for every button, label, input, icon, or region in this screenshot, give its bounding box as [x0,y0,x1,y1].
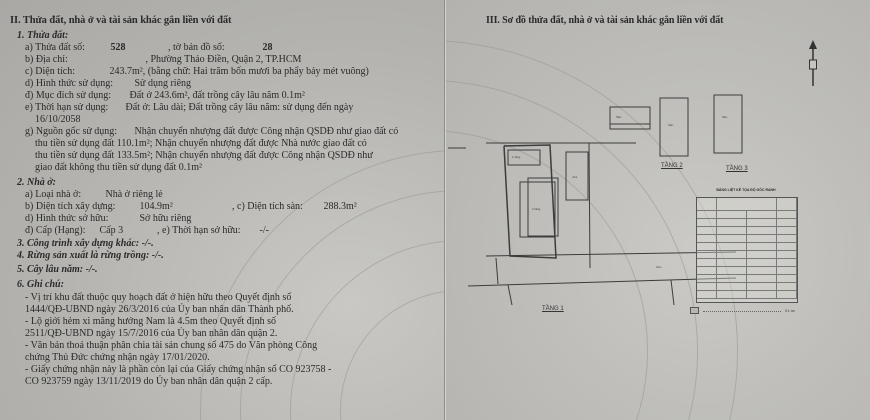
svg-text:2 tầng: 2 tầng [532,207,541,211]
term-value: Đất ở: Lâu dài; Đất trồng cây lâu năm: s… [125,102,354,113]
legend-text-blur [703,309,781,312]
legend-value: 0.1 m² [785,308,795,313]
note-line: 1444/QĐ-UBND ngày 26/3/2016 của Ủy ban n… [25,304,294,315]
production-forest: 4. Rừng sản xuất là rừng trồng: -/-. [17,250,164,261]
note-line: chứng Thủ Đức chứng nhận ngày 17/01/2020… [25,352,210,363]
grade-row: đ) Cấp (Hạng): Cấp 3 , e) Thời hạn sở hữ… [25,225,269,237]
purpose-row: đ) Mục đích sử dụng: Đất ở 243.6m², đất … [25,90,305,102]
ownership-label: d) Hình thức sở hữu: [25,213,109,224]
use-form-value: Sử dụng riêng [134,78,192,89]
section-title: III. Sơ đồ thửa đất, nhà ở và tài sản kh… [486,15,724,26]
svg-text:1 tầng: 1 tầng [512,155,521,159]
area-value: 243.7m², (bằng chữ: Hai trăm bốn mươi ba… [109,66,369,77]
house-type-label: a) Loại nhà ở: [25,189,82,200]
legend-swatch [690,307,699,314]
ownership-value: Sở hữu riêng [139,213,192,224]
right-page: III. Sơ đồ thửa đất, nhà ở và tài sản kh… [446,0,870,420]
note-line: 2511/QĐ-UBND ngày 15/7/2016 của Ủy ban n… [25,328,278,339]
address-label: b) Địa chỉ: [25,54,68,65]
build-area-row: b) Diện tích xây dựng: 104.9m² , c) Diện… [25,201,357,213]
house-type-value: Nhà ở riêng lẻ [105,189,163,200]
address-value: , Phường Thảo Điền, Quận 2, TP.HCM [145,54,302,65]
land-heading: 1. Thửa đất: [17,30,69,41]
purpose-label: đ) Mục đích sử dụng: [25,90,111,101]
parcel-number: 528 [110,42,126,53]
own-term-value: -/- [259,225,269,236]
area-row: c) Diện tích: 243.7m², (bằng chữ: Hai tr… [25,66,369,78]
floor-label: TẦNG 2 [661,163,683,169]
note-line: - Lộ giới hẻm xi măng hướng Nam là 4.5m … [25,316,276,327]
floor-area-label: , c) Diện tích sàn: [232,201,303,212]
use-form-label: d) Hình thức sử dụng: [25,78,114,89]
note-line: - Giấy chứng nhận này là phần còn lại củ… [25,364,332,375]
svg-text:Sân: Sân [722,115,728,119]
area-label: c) Diện tích: [25,66,75,77]
origin-line-1: Nhận chuyển nhượng đất được Công nhận QS… [134,126,399,137]
note-line: - Vị trí khu đất thuộc quy hoạch đất ở h… [25,292,292,303]
svg-text:nhà: nhà [572,175,577,179]
parcel-label: a) Thửa đất số: [25,42,85,53]
map-sheet-number: 28 [262,42,273,53]
term-label: e) Thời hạn sử dụng: [25,102,109,113]
perennial-trees: 5. Cây lâu năm: -/-. [17,264,98,275]
legend: 0.1 m² [690,307,795,314]
origin-line-3: thu tiền sử dụng đất 133.5m²; Nhận chuyể… [35,150,373,161]
build-area-value: 104.9m² [139,201,173,212]
house-type-row: a) Loại nhà ở: Nhà ở riêng lẻ [25,189,163,201]
map-sheet-label: , tờ bản đồ số: [168,42,225,53]
svg-text:Sân: Sân [616,115,622,119]
use-form-row: d) Hình thức sử dụng: Sử dụng riêng [25,78,191,90]
grade-label: đ) Cấp (Hạng): [25,225,86,236]
north-arrow-icon [809,40,817,86]
build-area-label: b) Diện tích xây dựng: [25,201,116,212]
grade-value: Cấp 3 [99,225,124,236]
purpose-value: Đất ở 243.6m², đất trồng cây lâu năm 0.1… [129,90,305,101]
coordinate-table-title: BẢNG LIỆT KÊ TỌA ĐỘ GÓC RANH [716,188,776,192]
ownership-row: d) Hình thức sở hữu: Sở hữu riêng [25,213,191,225]
note-line: - Văn bản thoả thuận phân chia tài sản c… [25,340,318,351]
svg-text:hẻm: hẻm [656,265,662,269]
other-construction: 3. Công trình xây dựng khác: -/-. [17,238,154,249]
floor-label: TẦNG 3 [726,166,748,172]
note-line: CO 923759 ngày 13/11/2019 do Ủy ban nhân… [25,376,273,387]
origin-row: g) Nguồn gốc sử dụng: Nhận chuyển nhượng… [25,126,398,138]
term-row: e) Thời hạn sử dụng: Đất ở: Lâu dài; Đất… [25,102,353,114]
house-heading: 2. Nhà ở: [17,177,56,188]
term-value-cont: 16/10/2058 [35,114,81,125]
origin-line-2: thu tiền sử dụng đất 110.1m²; Nhận chuyể… [35,138,367,149]
left-page: II. Thửa đất, nhà ở và tài sản khác gắn … [0,0,446,420]
address-row: b) Địa chỉ: , Phường Thảo Điền, Quận 2, … [25,54,301,66]
coordinate-table [696,197,798,303]
section-title: II. Thửa đất, nhà ở và tài sản khác gắn … [10,15,232,26]
floor-area-value: 288.3m² [323,201,357,212]
origin-line-4: giao đất không thu tiền sử dụng đất 0.1m… [35,162,203,173]
site-plan-drawing: Sân Sân Sân 2 tầng 1 tầng nhà hẻm [448,94,743,306]
notes-heading: 6. Ghi chú: [17,279,64,290]
own-term-label: , e) Thời hạn sở hữu: [157,225,241,236]
floor-label: TẦNG 1 [542,306,564,312]
svg-text:Sân: Sân [668,123,674,127]
parcel-row: a) Thửa đất số: 528 , tờ bản đồ số: 28 [25,42,273,54]
origin-label: g) Nguồn gốc sử dụng: [25,126,118,137]
